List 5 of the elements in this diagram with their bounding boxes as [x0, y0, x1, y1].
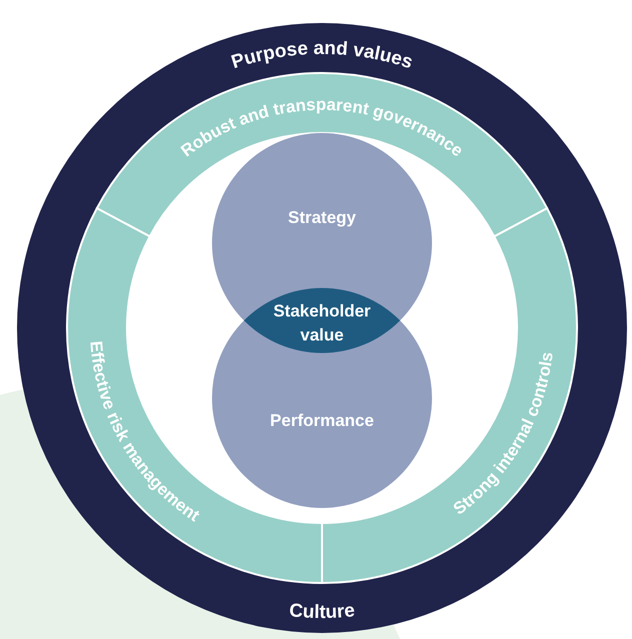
circle-label: Performance [270, 411, 374, 430]
circle-label: Strategy [288, 208, 356, 227]
ring-label: Culture [288, 600, 356, 624]
overlap-label: Stakeholder value [273, 302, 371, 344]
ring-label: Purpose and values [228, 38, 416, 74]
